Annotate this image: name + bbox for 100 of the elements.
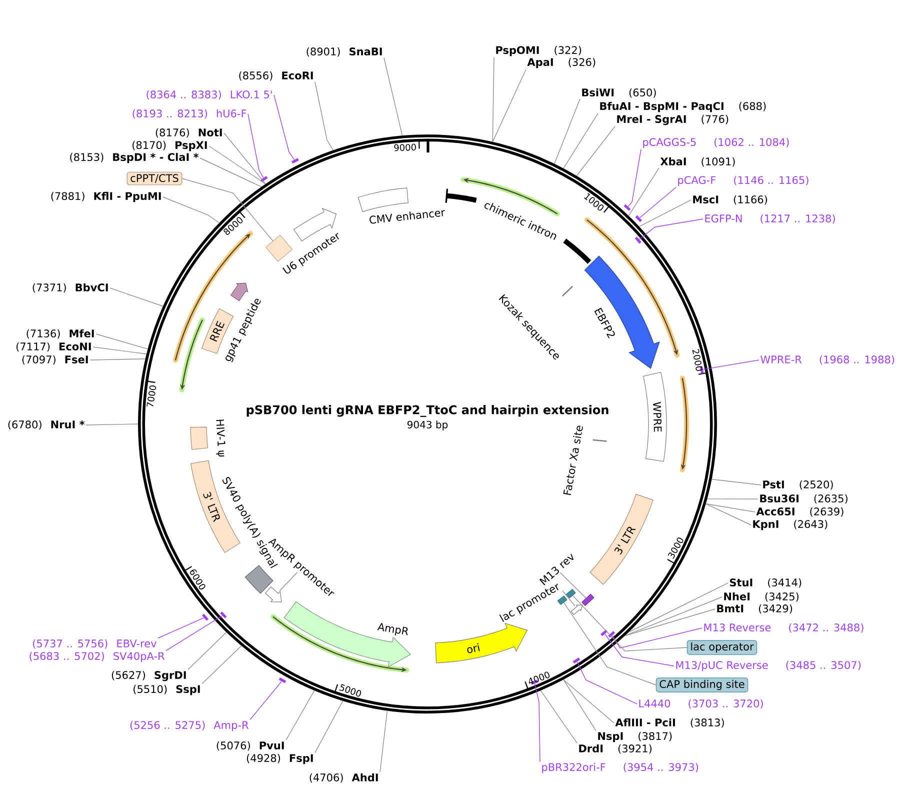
leader-line <box>628 148 642 207</box>
label-box: cPPT/CTS <box>126 172 182 186</box>
restriction-site-label: (7097) FseI <box>22 355 88 365</box>
restriction-site-label: (8556) EcoRI <box>239 71 313 81</box>
leader-line <box>604 634 674 666</box>
leader-line <box>384 58 403 136</box>
leader-line <box>492 68 526 142</box>
restriction-site-label: (5510) SspI <box>134 684 200 696</box>
primer-label: (5737 .. 5756) EBV-rev <box>32 639 156 649</box>
restriction-site-label: AflIII - PciI (3813) <box>615 718 724 728</box>
leader-line <box>279 572 298 592</box>
leader-line <box>540 690 578 744</box>
restriction-site-label: (8901) SnaBI <box>306 47 382 57</box>
restriction-site-label: (4706) AhdI <box>310 773 378 783</box>
leader-line <box>248 114 264 178</box>
leader-line <box>554 98 580 164</box>
scale-number: 7000 <box>146 385 156 406</box>
restriction-site-label: ApaI (326) <box>527 58 596 68</box>
restriction-site-label: BmtI (3429) <box>717 604 792 614</box>
primer-mark <box>278 677 286 684</box>
restriction-site-label: (5627) SgrDI <box>112 670 186 682</box>
leader-line <box>86 424 138 426</box>
restriction-site-label: MscI (1166) <box>693 195 768 205</box>
restriction-site-label: PspOMI (322) <box>496 46 582 56</box>
feature-block <box>582 594 594 606</box>
primer-label: L4440 (3703 .. 3720) <box>639 699 763 709</box>
feature-label: AmpR <box>377 623 408 636</box>
leader-line <box>624 608 716 636</box>
leader-line <box>706 498 758 500</box>
leader-line <box>224 132 266 184</box>
leader-line <box>96 334 148 350</box>
leader-line <box>492 56 494 142</box>
restriction-site-label: Acc65I (2639) <box>756 507 844 517</box>
primer-label: (5256 .. 5275) Amp-R <box>130 720 248 732</box>
restriction-site-label: XbaI (1091) <box>660 157 735 167</box>
primer-label: M13 Reverse (3472 .. 3488) <box>704 623 864 633</box>
primer-mark <box>635 215 642 222</box>
directional-feature: ori <box>435 622 528 664</box>
restriction-site-label: DrdI (3921) <box>579 744 652 754</box>
leader-line <box>158 618 204 638</box>
label-box: CAP binding site <box>656 678 748 692</box>
primer-mark <box>530 680 538 685</box>
sequence-length: 9043 bp <box>407 420 448 430</box>
leader-line <box>562 590 576 606</box>
restriction-site-label: (7881) KflI - PpuMI <box>51 192 161 202</box>
restriction-site-label: KpnI (2643) <box>753 520 828 530</box>
primer-mark <box>600 630 608 636</box>
leader-line <box>162 196 220 224</box>
restriction-site-label: NheI (3425) <box>724 592 798 602</box>
restriction-site-label: (7371) BbvCI <box>32 283 108 293</box>
leader-line <box>572 595 688 652</box>
primer-label: (5683 .. 5702) SV40pA-R <box>30 652 165 662</box>
feature-diamond <box>265 234 293 262</box>
leader-line <box>711 478 762 486</box>
leader-line <box>200 158 262 188</box>
primer-mark <box>634 236 642 244</box>
leader-line <box>628 582 728 633</box>
primer-label: pCAGGS-5 (1062 .. 1084) <box>643 138 789 148</box>
restriction-site-label: PstI (2520) <box>763 480 833 490</box>
leader-line <box>314 82 334 151</box>
restriction-site-label: StuI (3414) <box>730 578 802 588</box>
leader-line <box>314 700 344 754</box>
leader-line <box>208 146 266 184</box>
restriction-site-label: BsiWI (650) <box>582 88 656 98</box>
feature-label: HIV-1 ψ <box>216 420 226 457</box>
label-box: lac operator <box>686 640 758 655</box>
primer-label: EGFP-N (1217 .. 1238) <box>705 214 835 224</box>
primer-mark <box>608 631 616 638</box>
restriction-site-label: Bsu36I (2635) <box>760 494 848 504</box>
leader-line <box>638 200 692 227</box>
primer-label: (8364 .. 8383) LKO.1 5' <box>146 90 272 100</box>
leader-line <box>576 126 616 176</box>
restriction-site-label: (8153) BspDI * - ClaI * <box>70 152 199 164</box>
leader-line <box>624 596 722 636</box>
primer-label: pCAG-F (1146 .. 1165) <box>678 176 808 186</box>
primer-label: M13/pUC Reverse (3485 .. 3507) <box>676 660 861 672</box>
restriction-site-label: MreI - SgrAI (776) <box>617 114 728 126</box>
leader-line <box>563 602 656 686</box>
primer-mark <box>572 658 580 664</box>
leader-line <box>534 683 540 762</box>
primer-mark <box>291 158 299 164</box>
scale-number: 5000 <box>339 684 362 697</box>
leader-line <box>560 572 586 598</box>
scale-number: 4000 <box>528 672 550 684</box>
leader-line <box>639 186 676 218</box>
primer-label: pBR322ori-F (3954 .. 3973) <box>542 762 698 774</box>
restriction-site-label: (6780) NruI * <box>8 420 85 430</box>
leader-line <box>166 615 222 652</box>
scale-number: 2000 <box>692 349 702 371</box>
primer-mark <box>202 614 209 621</box>
leader-line <box>576 662 638 704</box>
feature-block: 3' LTR <box>590 494 654 585</box>
leader-line <box>638 218 704 240</box>
restriction-site-label: (4928) FspI <box>246 754 313 764</box>
feature-block: WPRE <box>642 372 667 462</box>
scale-number: 9000 <box>394 144 416 152</box>
primer-mark <box>624 204 631 211</box>
leader-line <box>563 679 614 724</box>
leader-line <box>286 690 315 740</box>
leader-line <box>182 178 274 242</box>
